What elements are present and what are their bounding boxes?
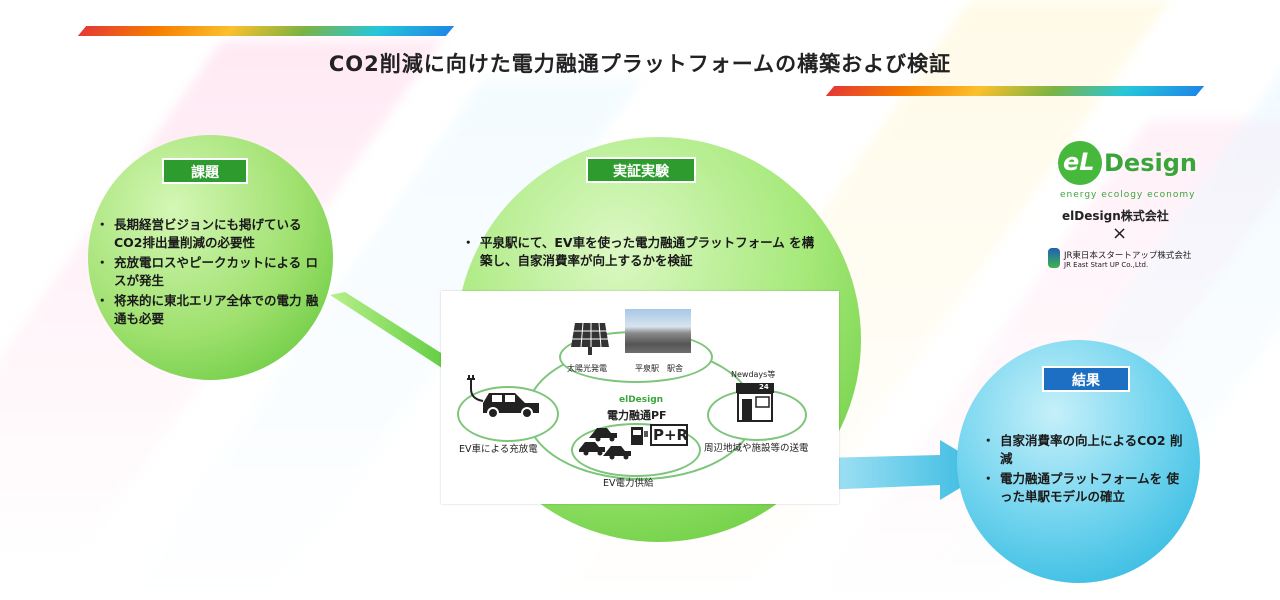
jr-logo-icon bbox=[1048, 248, 1060, 268]
result-bullet: 電力融通プラットフォームを 使った単駅モデルの確立 bbox=[982, 470, 1186, 506]
experiment-list: 平泉駅にて、EV車を使った電力融通プラットフォーム を構築し、自家消費率が向上す… bbox=[462, 234, 826, 272]
ev-supply-label: EV電力供給 bbox=[603, 478, 654, 489]
eldesign-tagline: energy ecology economy bbox=[1060, 190, 1196, 200]
solar-panel-icon bbox=[571, 322, 609, 355]
experiment-bullet: 平泉駅にて、EV車を使った電力融通プラットフォーム を構築し、自家消費率が向上す… bbox=[462, 234, 826, 270]
result-bullet: 自家消費率の向上によるCO2 削減 bbox=[982, 432, 1186, 468]
newdays-label: Newdays等 bbox=[731, 370, 776, 379]
partner-logos: eL Design energy ecology economy elDesig… bbox=[1040, 135, 1220, 275]
station-photo bbox=[625, 309, 691, 353]
eldesign-logo-mark bbox=[1058, 141, 1102, 185]
eldesign-company: elDesign株式会社 bbox=[1062, 209, 1169, 223]
eldesign-logo-el: eL bbox=[1063, 148, 1095, 176]
arrow-issue-to-experiment bbox=[330, 292, 460, 372]
issues-tag: 課題 bbox=[162, 158, 248, 184]
issues-bullet: 充放電ロスやピークカットによる ロスが発生 bbox=[96, 254, 325, 290]
eldesign-logo-design: Design bbox=[1104, 149, 1197, 177]
ev-supply-icon bbox=[579, 424, 688, 460]
store-icon bbox=[736, 383, 774, 422]
jr-company-name: JR東日本スタートアップ株式会社 bbox=[1064, 251, 1192, 261]
experiment-tag: 実証実験 bbox=[586, 157, 696, 183]
station-label: 平泉駅 駅舎 bbox=[635, 364, 683, 373]
result-tag: 結果 bbox=[1042, 366, 1130, 392]
cross-mark: × bbox=[1112, 223, 1128, 244]
experiment-diagram: 太陽光発電 平泉駅 駅舎 EV車による充放電 Newdays等 24 周辺地域や… bbox=[441, 291, 839, 504]
center-logo: elDesign bbox=[619, 395, 663, 405]
store-number: 24 bbox=[759, 383, 769, 391]
page-title: CO2削減に向けた電力融通プラットフォームの構築および検証 bbox=[328, 52, 952, 76]
center-label: 電力融通PF bbox=[607, 409, 667, 422]
issues-bullet: 将来的に東北エリア全体での電力 融通も必要 bbox=[96, 292, 325, 328]
issues-bullet: 長期経営ビジョンにも掲げている CO2排出量削減の必要性 bbox=[96, 216, 325, 252]
arrow-experiment-to-result bbox=[820, 440, 990, 500]
ev-car-icon bbox=[467, 375, 539, 419]
ev-car-label: EV車による充放電 bbox=[459, 444, 538, 455]
park-ride-label: P+R bbox=[653, 426, 689, 444]
center-logo-text: elDesign bbox=[619, 395, 664, 405]
solar-label: 太陽光発電 bbox=[567, 364, 607, 373]
supply-label: 周辺地域や施設等の送電 bbox=[704, 443, 809, 454]
issues-list: 長期経営ビジョンにも掲げている CO2排出量削減の必要性 充放電ロスやピークカッ… bbox=[96, 216, 325, 330]
jr-company-name-en: JR East Start UP Co.,Ltd. bbox=[1064, 261, 1149, 269]
result-list: 自家消費率の向上によるCO2 削減 電力融通プラットフォームを 使った単駅モデル… bbox=[982, 432, 1186, 508]
